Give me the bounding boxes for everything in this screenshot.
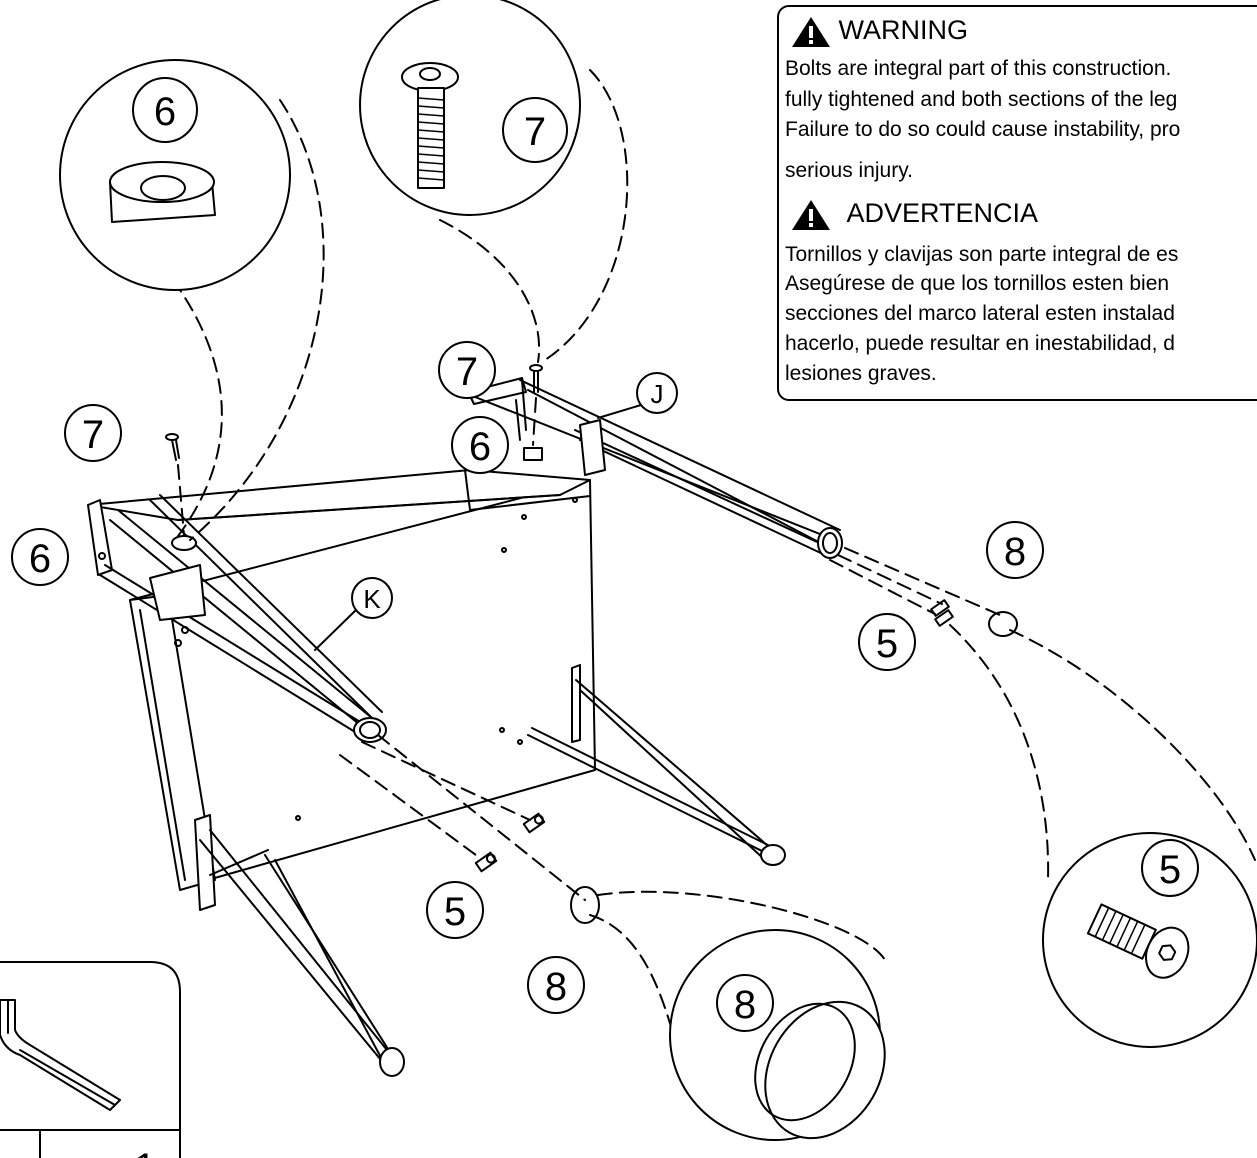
tool-quantity: 1 [134, 1146, 156, 1158]
callout-5-left: 5 [444, 890, 466, 934]
callout-6-bubble: 6 [154, 90, 176, 134]
callout-7-right: 7 [456, 350, 478, 394]
leg-j [467, 377, 843, 559]
warning-triangle-icon [792, 17, 830, 47]
label-j: J [651, 379, 664, 409]
warning-heading: WARNING [791, 16, 968, 48]
advertencia-title: ADVERTENCIA [846, 198, 1039, 229]
warning-line-3: Failure to do so could cause instability… [785, 118, 1181, 141]
callout-6-right: 6 [469, 425, 491, 469]
lower-left-leg [194, 814, 405, 1077]
warning-line-2: fully tightened and both sections of the… [785, 88, 1178, 111]
advertencia-heading: ADVERTENCIA [791, 199, 1038, 231]
spacer-detail-icon [109, 161, 216, 223]
warning-panel: WARNING Bolts are integral part of this … [777, 5, 1257, 401]
warning-line-1: Bolts are integral part of this construc… [785, 57, 1172, 80]
callout-8-bubble: 8 [734, 983, 756, 1027]
callout-6-left: 6 [29, 537, 51, 581]
hardware [165, 364, 1018, 924]
advertencia-triangle-icon [792, 200, 830, 230]
bolt-5-detail-icon [1086, 903, 1190, 979]
callout-5-right: 5 [876, 622, 898, 666]
callout-8-right: 8 [1004, 530, 1026, 574]
callout-7-bubble: 7 [524, 110, 546, 154]
lower-right-leg [527, 664, 786, 866]
desk-frame [87, 469, 596, 891]
advertencia-line-1: Tornillos y clavijas son parte integral … [785, 243, 1179, 266]
advertencia-line-4: hacerlo, puede resultar en inestabilidad… [785, 332, 1175, 355]
warning-title: WARNING [838, 15, 969, 46]
bolt-7-detail-icon [401, 62, 459, 189]
cap-8-detail-icon [754, 1000, 886, 1140]
callout-circles [11, 77, 1199, 1032]
warning-line-4: serious injury. [785, 159, 913, 182]
callout-5-bubble: 5 [1159, 848, 1181, 892]
advertencia-line-3: secciones del marco lateral esten instal… [785, 302, 1175, 325]
callout-7-left: 7 [82, 413, 104, 457]
advertencia-line-2: Asegúrese de que los tornillos esten bie… [785, 272, 1170, 295]
label-k: K [363, 584, 381, 614]
advertencia-line-5: lesiones graves. [785, 362, 937, 385]
allen-key-icon [0, 999, 121, 1111]
callout-8-left: 8 [545, 965, 567, 1009]
tool-box [0, 961, 181, 1158]
